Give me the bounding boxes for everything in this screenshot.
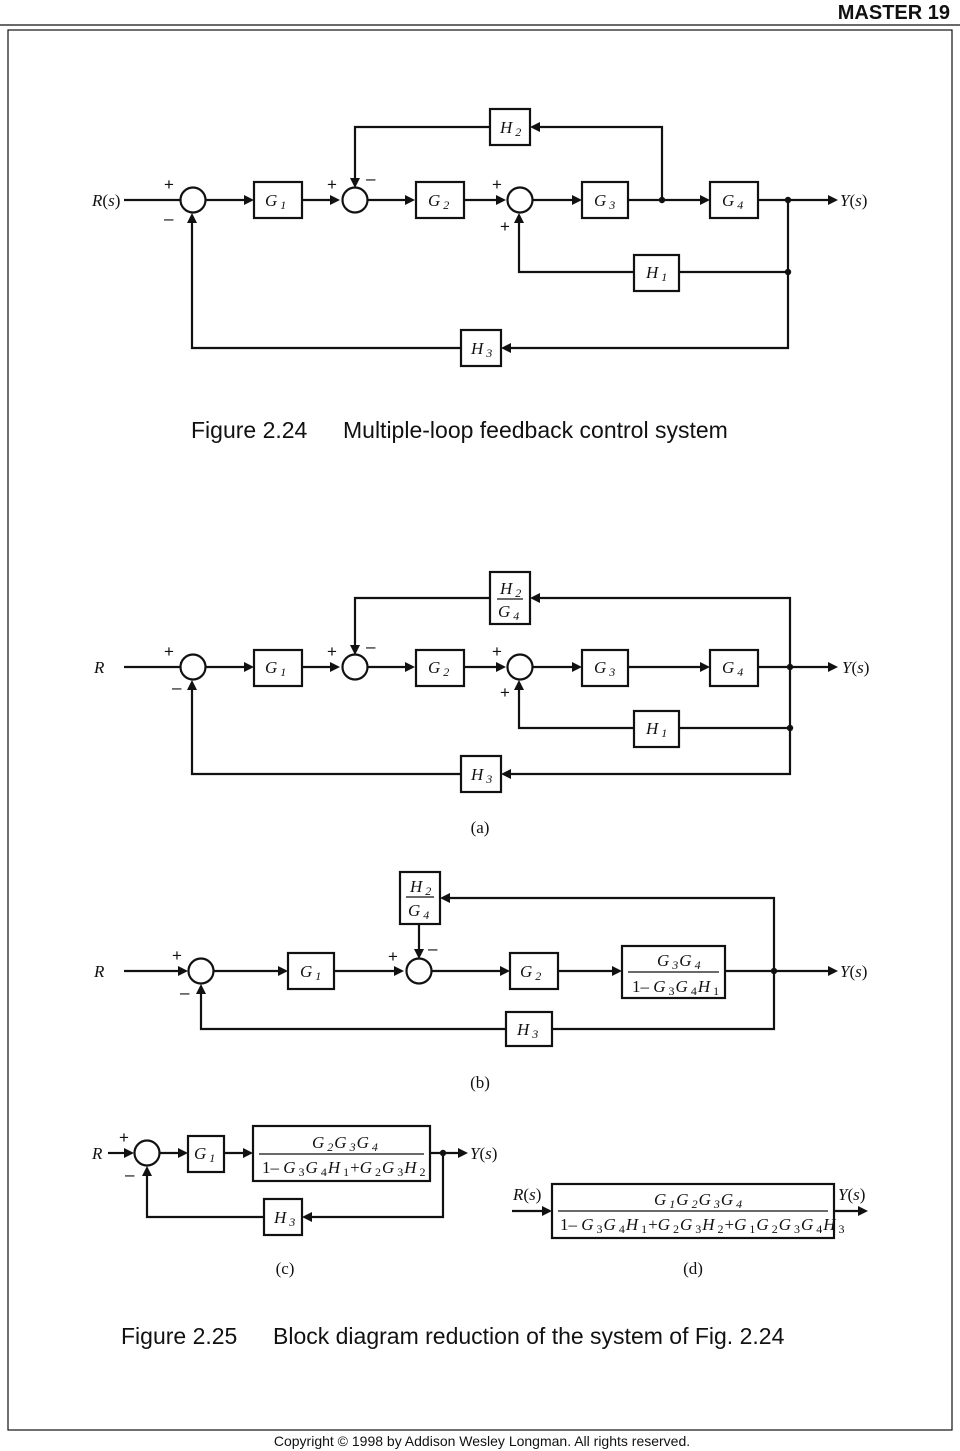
svg-text:–: –	[428, 939, 438, 958]
svg-text:+: +	[327, 175, 337, 194]
svg-text:+: +	[492, 175, 502, 194]
svg-text:+: +	[164, 175, 174, 194]
svg-text:–: –	[366, 169, 376, 188]
svg-text:–: –	[164, 209, 174, 228]
svg-text:+: +	[492, 642, 502, 661]
panel-b-label: (b)	[470, 1073, 490, 1092]
figure-2-24-caption: Multiple-loop feedback control system	[343, 417, 728, 443]
svg-text:+: +	[327, 642, 337, 661]
panel-a-label: (a)	[471, 818, 490, 837]
svg-text:Y(s): Y(s)	[840, 191, 867, 210]
svg-text:+: +	[500, 683, 510, 702]
page-frame	[7, 29, 953, 1431]
panel-d-label: (d)	[683, 1259, 703, 1278]
svg-text:–: –	[172, 678, 182, 697]
svg-text:Y(s): Y(s)	[842, 658, 869, 677]
svg-text:+: +	[119, 1128, 129, 1147]
svg-text:Y(s): Y(s)	[838, 1185, 865, 1204]
svg-text:Y(s): Y(s)	[470, 1144, 497, 1163]
figure-2-25-number: Figure 2.25	[121, 1323, 237, 1349]
figure-2-25-caption: Block diagram reduction of the system of…	[273, 1323, 785, 1349]
svg-text:–: –	[366, 637, 376, 656]
svg-text:+: +	[164, 642, 174, 661]
svg-text:R(s): R(s)	[91, 191, 120, 210]
svg-text:R: R	[93, 962, 105, 981]
svg-text:+: +	[388, 947, 398, 966]
svg-text:+: +	[172, 946, 182, 965]
figure-2-24-number: Figure 2.24	[191, 417, 308, 443]
svg-text:R: R	[91, 1144, 103, 1163]
panel-c-label: (c)	[276, 1259, 295, 1278]
svg-text:–: –	[180, 983, 190, 1002]
svg-text:+: +	[500, 217, 510, 236]
svg-text:–: –	[125, 1165, 135, 1184]
svg-text:Y(s): Y(s)	[840, 962, 867, 981]
page-header: MASTER 19	[838, 2, 950, 24]
svg-text:R: R	[93, 658, 105, 677]
copyright-notice: Copyright © 1998 by Addison Wesley Longm…	[274, 1433, 690, 1449]
svg-text:R(s): R(s)	[512, 1185, 541, 1204]
